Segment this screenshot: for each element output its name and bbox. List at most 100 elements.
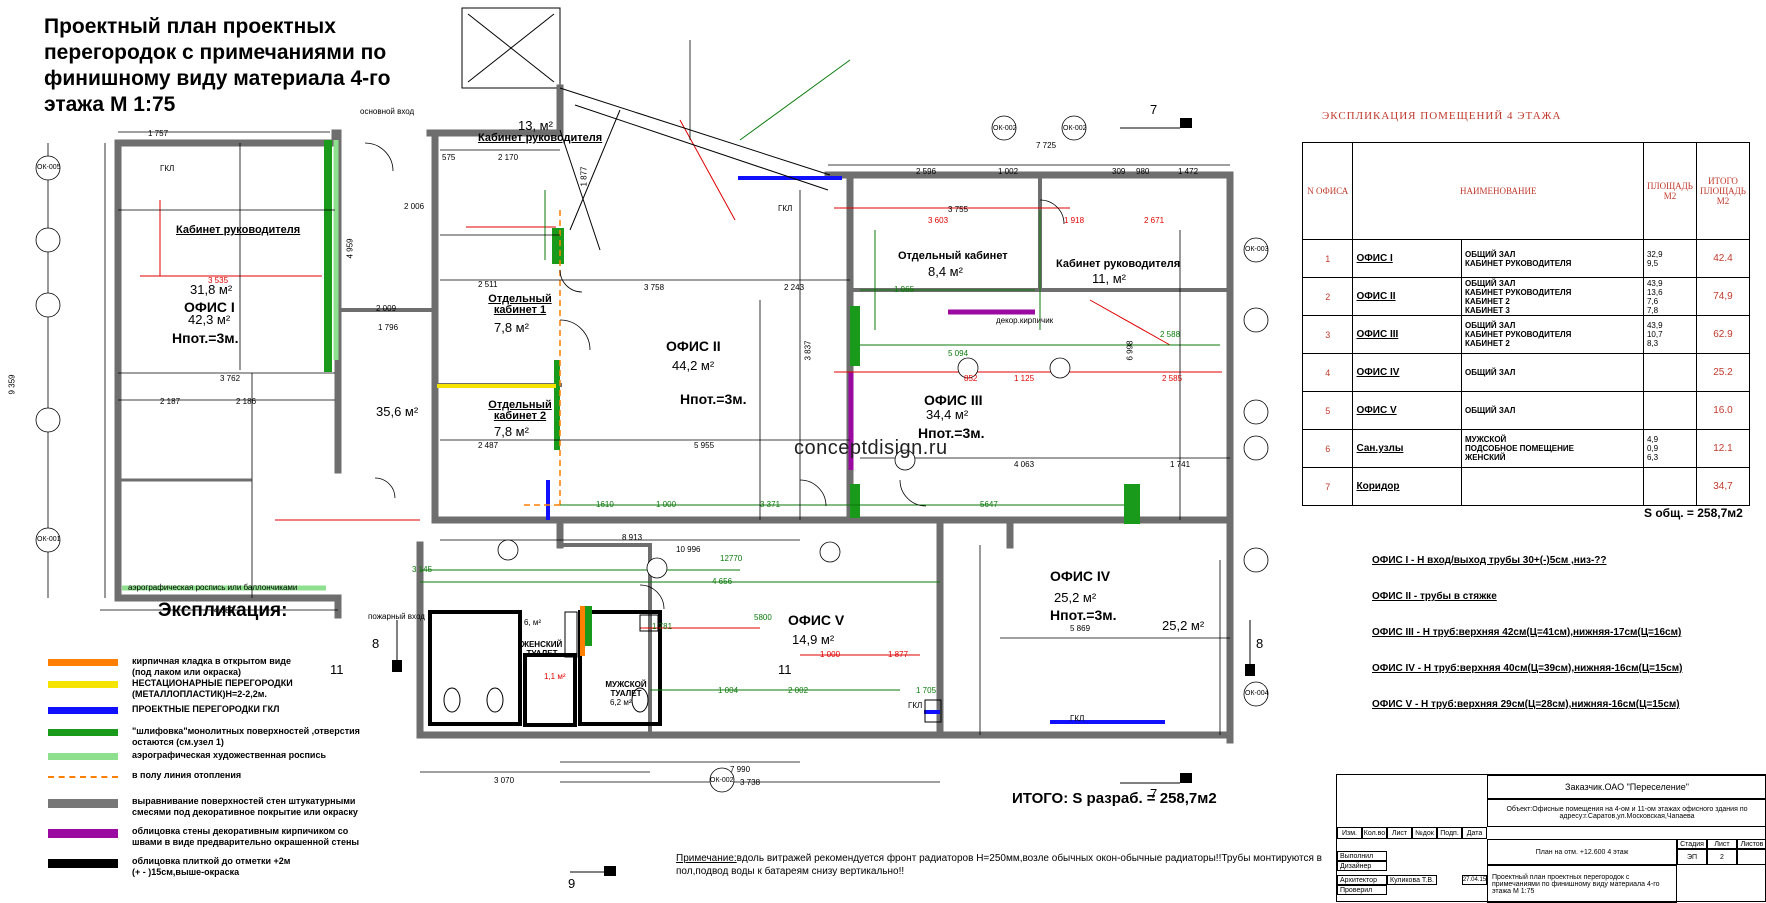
office1-area2: 42,3 м² [188,312,231,327]
row-name: ОФИС III [1356,329,1399,340]
office4-area: 25,2 м² [1054,590,1097,605]
note-office2: ОФИС II - трубы в стяжке [1372,591,1497,602]
header-name: НАИМЕНОВАНИЕ [1352,142,1644,240]
office4-name: ОФИС IV [1050,568,1111,584]
legend-item-aerography: аэрографическая художественная роспись [48,750,326,761]
stamp-author: Куликова Т.В. [1387,875,1437,885]
row-name: ОФИС I [1356,253,1393,264]
dim-label: 4 683 [214,606,235,615]
legend-text: кирпичная кладка в открытом виде (под ла… [132,656,291,677]
room-label-cab-ruk3: Кабинет руководителя [1056,258,1181,270]
dim-label: 1 741 [1170,460,1191,469]
dim-label: 980 [1136,167,1150,176]
row-name-cell: ОФИС I [1352,239,1462,278]
header-area: ПЛОЩАДЬ М2 [1642,142,1697,240]
row-name: Коридор [1356,481,1400,492]
green-dim-label: 3 371 [760,500,781,509]
legend-item-gkl: ПРОЕКТНЫЕ ПЕРЕГОРОДКИ ГКЛ [48,704,279,715]
section-markers [392,118,1255,876]
green-dim-label: 1 000 [656,500,677,509]
legend-swatch [48,681,118,688]
row-areas [1642,467,1697,506]
stamp-col: Подп. [1437,827,1462,839]
legend-item-decor-brick: облицовка стены декоративным кирпичиком … [48,826,359,848]
legend-swatch [48,729,118,736]
table-row: 7 Коридор 34,7 [1301,467,1751,506]
axis-bubbles [35,115,1269,793]
room-area-cab2: 7,8 м² [494,424,529,439]
dim-label: 2 006 [404,202,425,211]
room-area-cabinet-top: 13, м² [518,118,553,133]
explication-header-row: N ОФИСА НАИМЕНОВАНИЕ ПЛОЩАДЬ М2 ИТОГО ПЛ… [1301,142,1751,240]
stamp-sheets [1737,849,1766,865]
row-name: Сан.узлы [1356,443,1404,454]
section-mark-11-mid: 11 [778,662,792,677]
dim-label: 3 837 [803,340,813,361]
row-sub: ОБЩИЙ ЗАЛ КАБИНЕТ РУКОВОДИТЕЛЯ КАБИНЕТ 2… [1460,277,1644,316]
row-total: 74,9 [1695,277,1751,316]
red-dim-label: 2 585 [1162,374,1183,383]
dim-label: 2 186 [236,397,257,406]
red-dim-label: 1 000 [820,650,841,659]
drawing-title: Проектный план проектных перегородок с п… [44,15,391,116]
gkl-tag-bottom: ГКЛ [1070,714,1085,723]
row-n: 2 [1301,277,1354,316]
table-row: 3 ОФИС III ОБЩИЙ ЗАЛ КАБИНЕТ РУКОВОДИТЕЛ… [1301,315,1751,354]
green-dim-label: 5 094 [948,349,969,358]
axis-label: ОК-002 [993,125,1017,132]
dim-label: 3 758 [644,283,665,292]
dim-label: 9 359 [7,374,17,395]
heating-line [520,210,561,506]
row-name-cell: ОФИС V [1352,391,1462,430]
dim-label: 5 955 [694,441,715,450]
stamp-role: Проверил [1337,885,1387,895]
dim-label: 2 487 [478,441,499,450]
gkl-tag-left: ГКЛ [160,164,175,173]
dim-label: 1 965 [894,285,915,294]
green-dim-label: 12770 [720,554,743,563]
itogo-total: ИТОГО: S разраб. = 258,7м2 [1012,790,1217,807]
stair-diagonal [559,87,831,251]
total-area: S общ. = 258,7м2 [1644,506,1743,520]
green-dim-label: 5647 [980,500,998,509]
green-dim-label: 1 781 [652,622,673,631]
office4-area2: 25,2 м² [1162,618,1205,633]
dim-label: 3 762 [220,374,241,383]
fire-exit-tag: пожарный вход [368,612,425,621]
row-total: 25.2 [1695,353,1751,392]
row-areas: 32,9 9,5 [1642,239,1697,278]
section-mark-8-right: 8 [1256,636,1264,651]
bottom-note-label: Примечание: [676,853,737,864]
decor-tag: декор.кирпичик [996,316,1054,325]
room-label-cab1: Отдельный кабинет 1 [488,293,552,316]
gkl-tag-wc: ГКЛ [908,701,923,710]
dim-label: 1 918 [1064,216,1085,225]
office4-hpot: Нпот.=3м. [1050,607,1117,623]
row-n: 1 [1301,239,1354,278]
legend-item-tile: облицовка плиткой до отметки +2м (+ - )1… [48,856,290,878]
green-dim-label: 1610 [596,500,614,509]
row-areas [1642,391,1697,430]
axis-label: ОК-002 [710,777,734,784]
dim-label: 10 996 [676,545,701,554]
note-office4: ОФИС IV - Н труб:верхняя 40см(Ц=39см),ни… [1372,663,1683,674]
legend-swatch [48,829,118,838]
dim-label: 2 009 [376,304,397,313]
office2-area: 44,2 м² [672,358,715,373]
axis-label: ОК-003 [1245,246,1269,253]
dim-label: 575 [442,153,456,162]
brick-open [580,606,585,656]
legend-item-plaster: выравнивание поверхностей стен штукатурн… [48,796,358,818]
stamp-col: Кол.во [1362,827,1387,839]
explication-table: N ОФИСА НАИМЕНОВАНИЕ ПЛОЩАДЬ М2 ИТОГО ПЛ… [1301,142,1751,506]
row-total: 16.0 [1695,391,1751,430]
section-mark-8-left: 8 [372,636,380,651]
stamp-date: 27.04.15 [1462,875,1487,885]
stamp-customer: Заказчик.ОАО "Переселение" [1487,775,1766,799]
row-total: 12.1 [1695,429,1751,468]
bottom-note-text: вдоль витражей рекомендуется фронт радиа… [736,853,1322,864]
office3-hpot: Нпот.=3м. [918,425,985,441]
dim-label: 2 596 [916,167,937,176]
wc-female-area: 6, м² [524,618,542,627]
dim-label: 8 913 [622,533,643,542]
